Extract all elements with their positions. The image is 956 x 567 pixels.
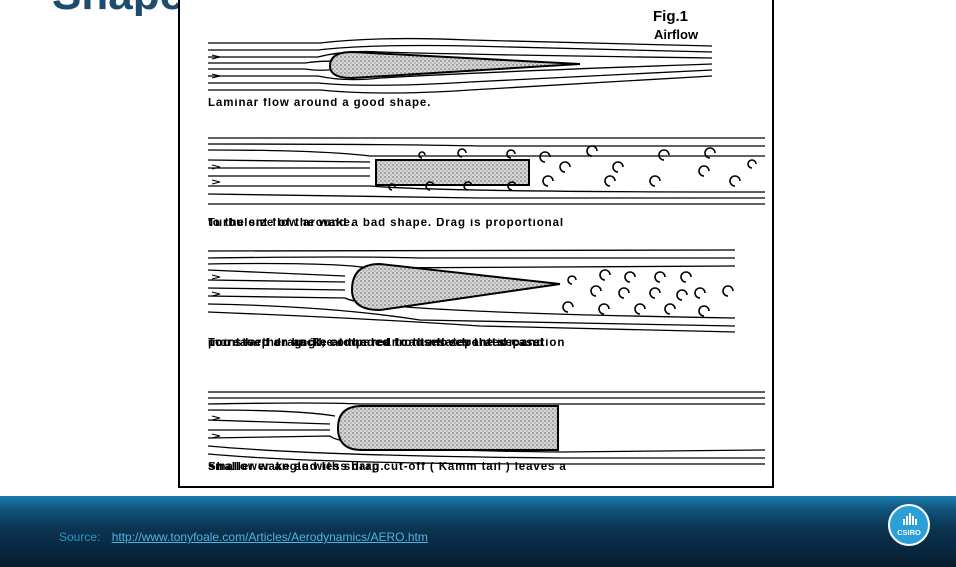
source-label: Source: [59,530,100,544]
signal-bars-icon [890,510,928,530]
kamm-tail-flow-diagram [208,392,765,464]
csiro-logo: CSIRO [888,504,930,546]
caption-laminar: Laminar flow around a good shape. [208,98,431,109]
turbulent-flow-diagram [208,138,765,204]
source-link[interactable]: http://www.tonyfoale.com/Articles/Aerody… [112,530,428,544]
separation-flow-diagram [208,250,735,332]
footer-band: Source: http://www.tonyfoale.com/Article… [0,496,956,567]
source-citation: Source: http://www.tonyfoale.com/Article… [59,530,428,544]
laminar-flow-diagram [208,39,712,93]
logo-text: CSIRO [890,528,928,537]
